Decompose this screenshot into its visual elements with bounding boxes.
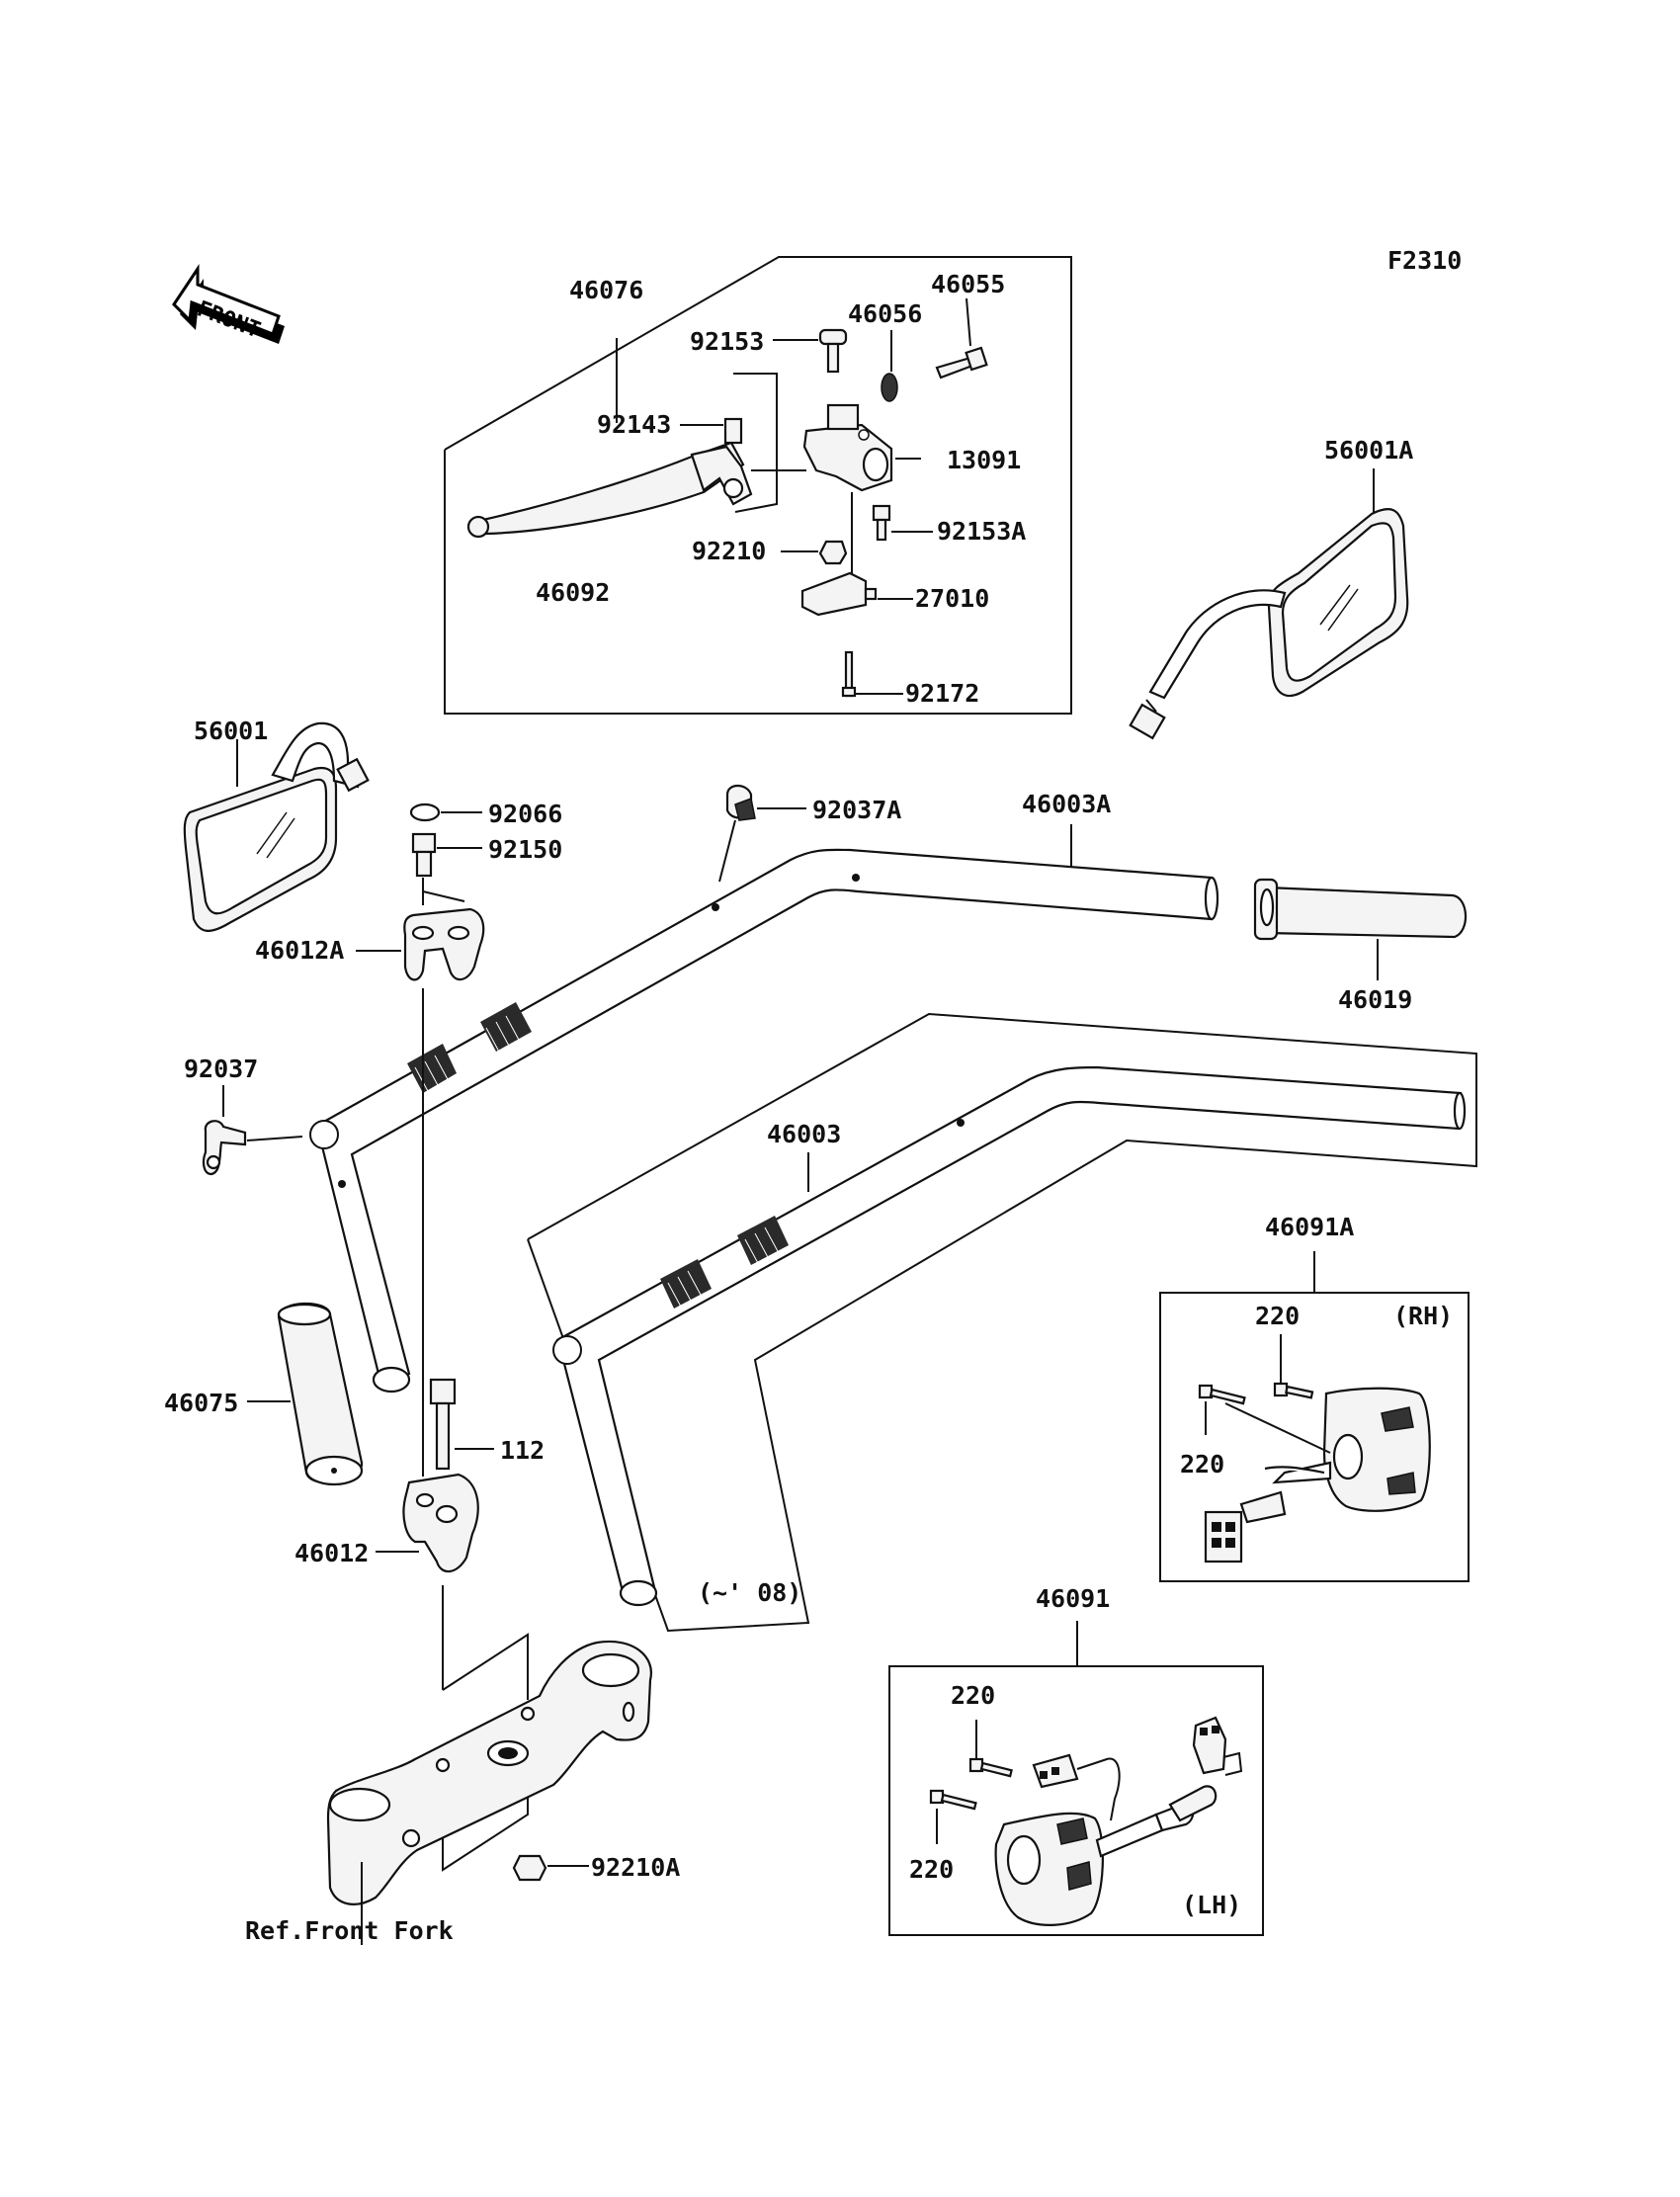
label-92066: 92066 <box>488 800 562 828</box>
label-92037: 92037 <box>184 1055 258 1083</box>
label-92172: 92172 <box>905 679 979 708</box>
label-46092: 46092 <box>536 578 610 607</box>
label-46003: 46003 <box>767 1120 841 1148</box>
lever-assembly-box <box>444 256 1072 715</box>
label-92210A: 92210A <box>591 1853 680 1882</box>
triple-clamp <box>326 1633 653 1945</box>
label-220-lh-bottom: 220 <box>909 1855 954 1884</box>
label-56001: 56001 <box>194 717 268 745</box>
mirror-56001A <box>1129 468 1409 740</box>
label-46075: 46075 <box>164 1389 238 1417</box>
holder-46012 <box>376 1048 479 1690</box>
label-220-rh-top: 220 <box>1255 1302 1300 1330</box>
cap-92066 <box>409 803 482 822</box>
label-92143: 92143 <box>597 410 671 439</box>
diagram-code: F2310 <box>1387 246 1462 275</box>
mirror-56001 <box>183 721 370 932</box>
label-ref-front-fork: Ref.Front Fork <box>245 1916 454 1945</box>
label-rh: (RH) <box>1393 1302 1453 1330</box>
label-92037A: 92037A <box>812 796 901 824</box>
bolt-46055 <box>935 297 988 380</box>
label-92153: 92153 <box>690 327 764 356</box>
knurl-upper <box>407 1002 532 1094</box>
label-56001A: 56001A <box>1324 436 1413 465</box>
bolt-92150 <box>411 832 482 905</box>
label-27010: 27010 <box>915 584 989 613</box>
label-92153A: 92153A <box>937 517 1026 546</box>
clip-92037A <box>718 784 806 883</box>
nut-92210 <box>781 540 848 565</box>
handlebar-46003A <box>309 824 1219 1394</box>
screw-92172 <box>841 650 903 698</box>
collar-92143 <box>680 417 743 445</box>
label-46056: 46056 <box>848 299 922 328</box>
label-92210: 92210 <box>692 537 766 565</box>
label-46019: 46019 <box>1338 985 1412 1014</box>
lever-bracket-lines <box>733 373 806 513</box>
label-year-range: (~' 08) <box>698 1578 801 1607</box>
grip-46019 <box>1253 878 1468 980</box>
label-112: 112 <box>500 1436 545 1465</box>
label-46012A: 46012A <box>255 936 344 965</box>
front-arrow-icon: FRONT <box>172 264 285 344</box>
label-13091: 13091 <box>947 446 1021 474</box>
switch-rh-46091A <box>1159 1251 1470 1582</box>
nut-92210A <box>512 1854 589 1882</box>
label-220-lh-top: 220 <box>951 1681 995 1710</box>
switch-27010 <box>800 492 913 617</box>
label-46076: 46076 <box>569 276 643 304</box>
label-220-rh-bottom: 220 <box>1180 1450 1224 1479</box>
label-46012: 46012 <box>294 1539 369 1567</box>
screw-92153A <box>872 504 933 542</box>
handlebar-46003 <box>527 1012 1477 1633</box>
grip-46075 <box>247 1302 364 1486</box>
label-92150: 92150 <box>488 835 562 864</box>
clutch-lever <box>466 441 753 539</box>
bolt-112 <box>429 1378 494 1471</box>
label-46055: 46055 <box>931 270 1005 298</box>
clip-92037 <box>202 1085 303 1176</box>
holder-46012A <box>356 890 485 1048</box>
label-lh: (LH) <box>1182 1891 1241 1919</box>
bolt-92153 <box>773 328 848 374</box>
label-46003A: 46003A <box>1022 790 1111 818</box>
clutch-lever-holder <box>802 403 921 492</box>
label-46091A: 46091A <box>1265 1213 1354 1241</box>
label-46091: 46091 <box>1036 1584 1110 1613</box>
switch-lh-46091 <box>888 1621 1264 1936</box>
washer-46056 <box>881 330 898 402</box>
